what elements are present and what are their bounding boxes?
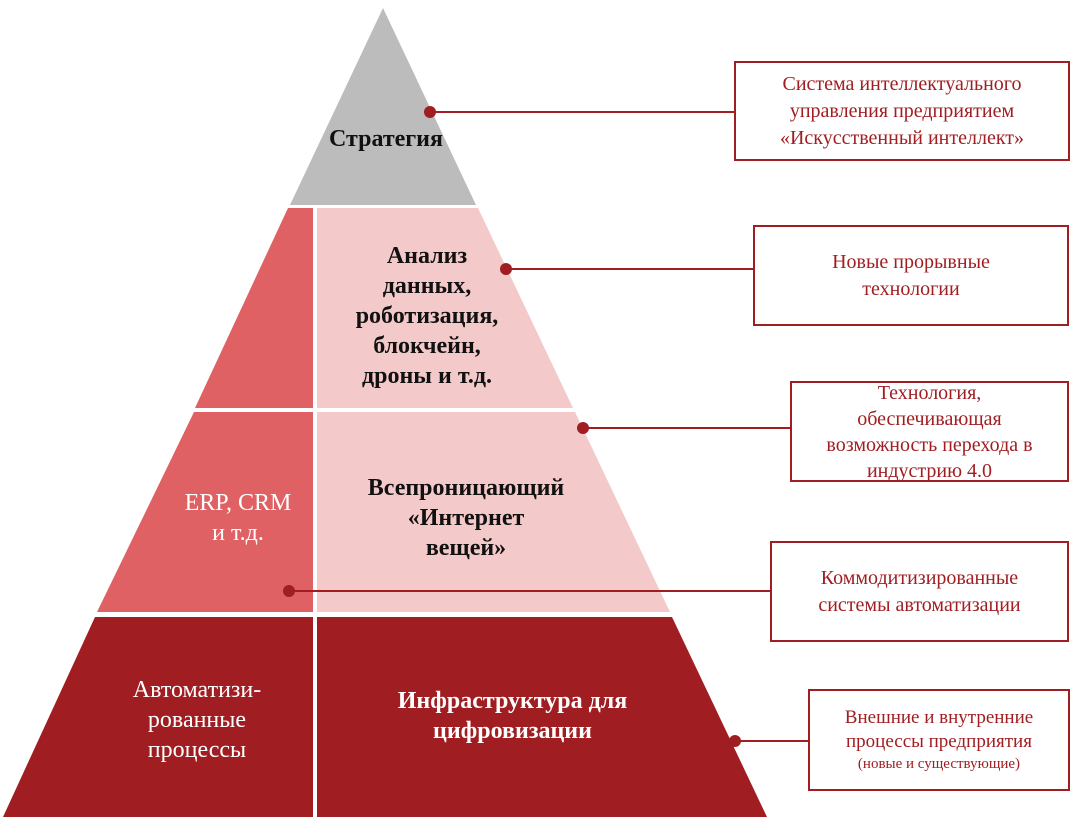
label-automated: Автоматизи- рованные процессы <box>132 677 262 763</box>
callout-processes-note: (новые и существующие) <box>857 756 1021 772</box>
connector-dot-iot <box>577 422 589 434</box>
tier-analysis-left <box>195 208 313 408</box>
tier-infrastructure <box>317 617 767 817</box>
label-iot: Всепроницающий «Интернет вещей» <box>367 475 565 561</box>
callout-processes: Внешние и внутренние процессы предприяти… <box>808 689 1070 791</box>
connector-dot-infrastructure <box>729 735 741 747</box>
label-infrastructure: Инфраструктура для цифровизации <box>397 688 628 744</box>
label-erp: ERP, CRM и т.д. <box>184 490 292 546</box>
connector-dot-strategy <box>424 106 436 118</box>
callout-breakthrough: Новые прорывные технологии <box>753 225 1069 326</box>
tier-erp <box>97 412 313 612</box>
label-analysis: Анализ данных, роботизация, блокчейн, др… <box>355 243 499 389</box>
callout-ai-system: Система интеллектуального управления пре… <box>734 61 1070 161</box>
tier-analysis-right <box>317 208 573 408</box>
label-strategy: Стратегия <box>329 126 443 152</box>
callout-commodity: Коммодитизированные системы автоматизаци… <box>770 541 1069 642</box>
tier-strategy <box>290 8 476 205</box>
callout-industry4: Технология, обеспечивающая возможность п… <box>790 381 1069 482</box>
connector-dot-analysis <box>500 263 512 275</box>
tier-iot <box>317 412 670 612</box>
connector-dot-erp <box>283 585 295 597</box>
tier-automated <box>3 617 313 817</box>
